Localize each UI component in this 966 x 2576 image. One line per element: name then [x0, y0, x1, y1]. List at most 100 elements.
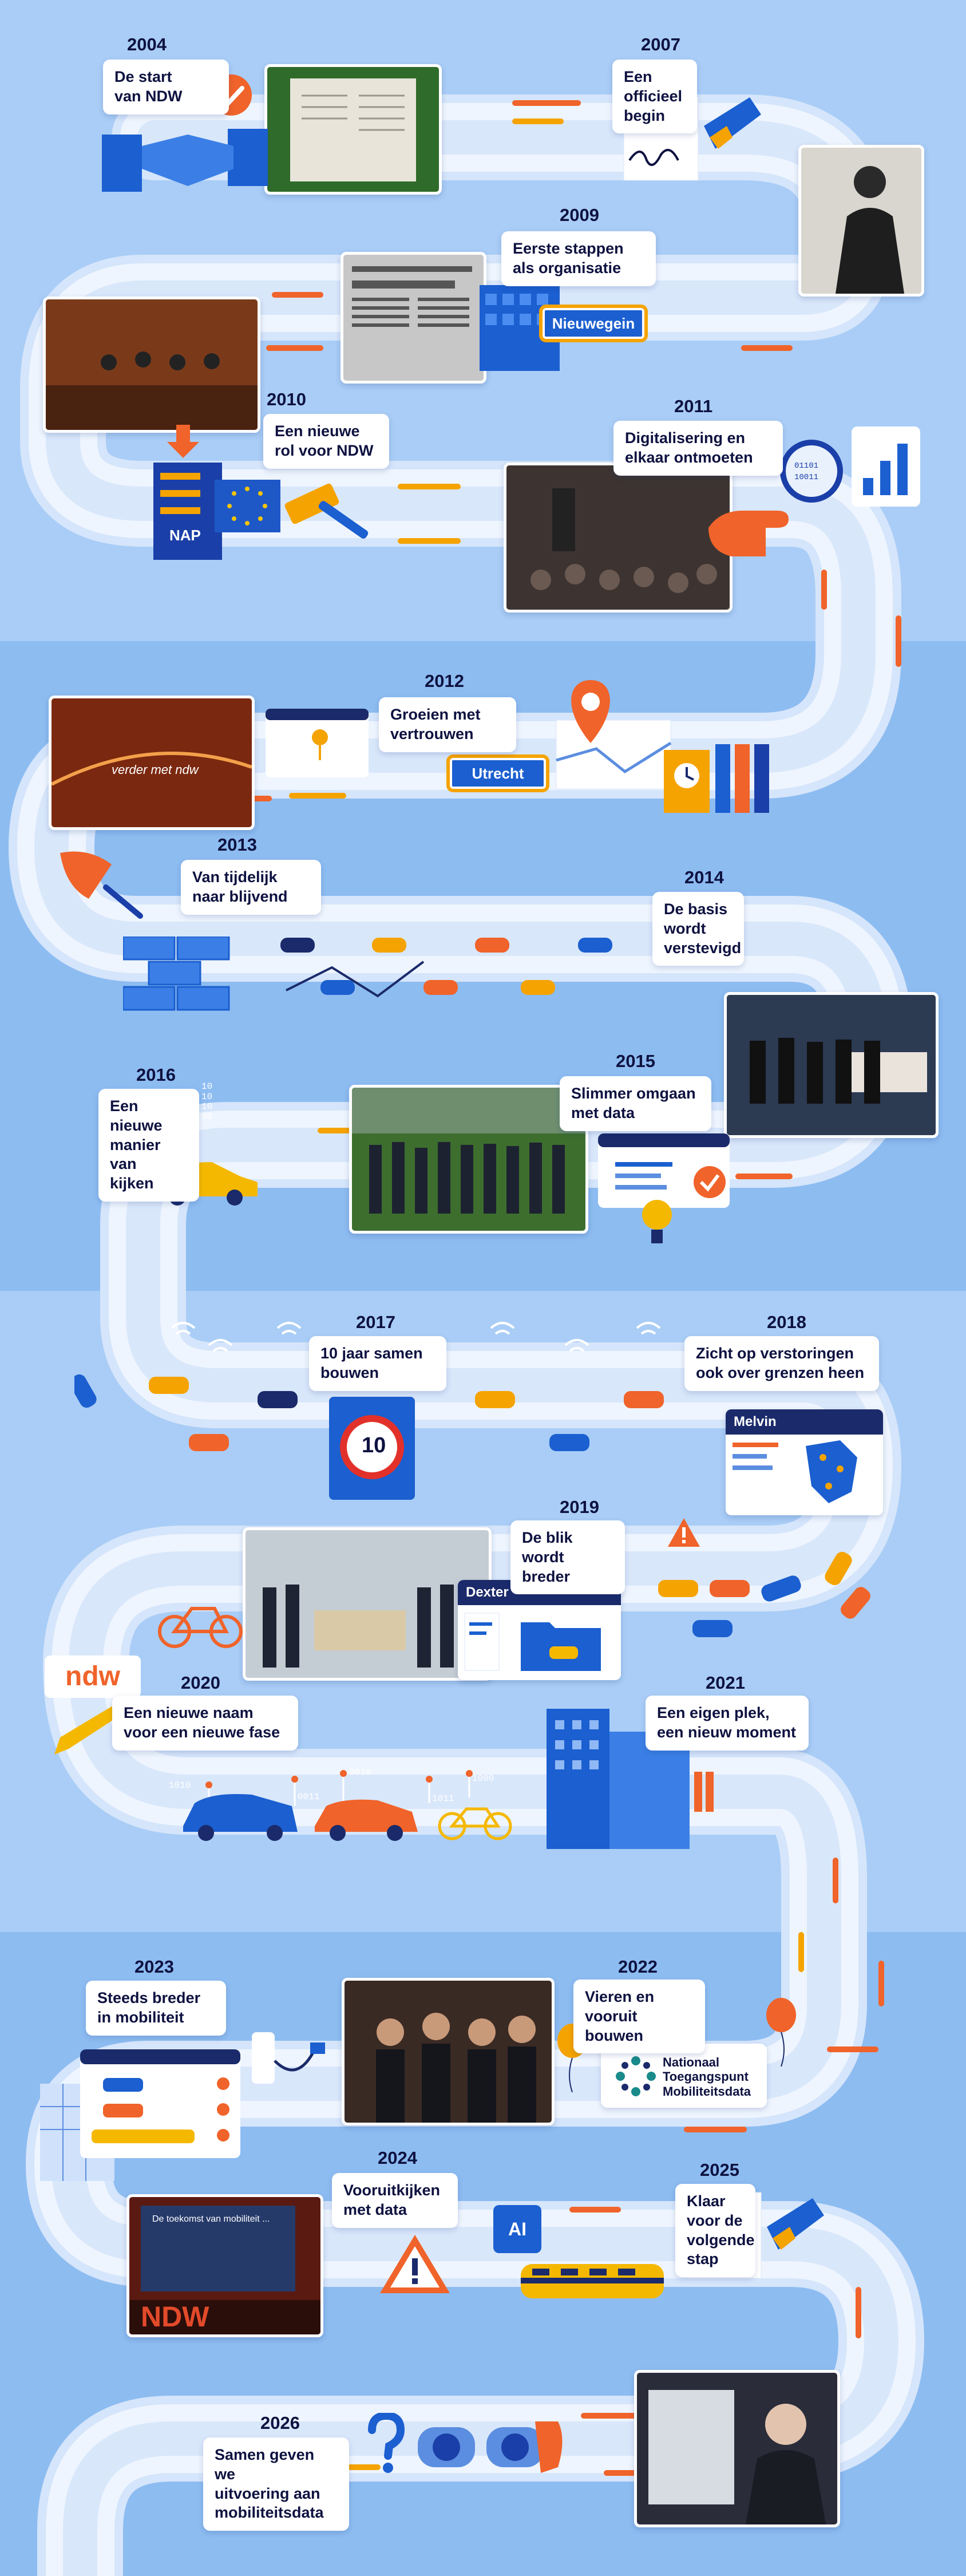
year-2015: 2015: [616, 1051, 655, 1071]
vehicles-2020: [183, 1770, 512, 1841]
trowel-icon: [60, 851, 143, 919]
wifi-sensors-2017: [74, 1322, 664, 1451]
slide-ndw-text: NDW: [141, 2301, 209, 2333]
nieuwegein-sign: Nieuwegein: [539, 305, 648, 342]
nap-label: NAP: [169, 527, 201, 544]
melvin-window: Melvin: [726, 1409, 883, 1515]
milestone-title: De start van NDW: [114, 68, 183, 105]
photo-2007-signing: [798, 145, 924, 297]
milestone-title: Een nieuwe manier van kijken: [110, 1097, 163, 1192]
balloon-2-icon: [766, 1998, 796, 2067]
milestone-title: De basis wordt verstevigd: [664, 900, 742, 957]
photo-2009-newspaper: [341, 252, 486, 384]
traffic-chart-icon: [40, 2049, 240, 2181]
milestone-title: Samen geven we uitvoering aan mobiliteit…: [215, 2446, 324, 2522]
svg-text:01101: 01101: [794, 461, 818, 471]
milestone-title: Groeien met vertrouwen: [390, 706, 481, 742]
screen-caption-2024: De toekomst van mobiliteit ...: [152, 2214, 270, 2224]
eu-flag-icon: [215, 480, 280, 532]
bricks-icon: [123, 937, 230, 1011]
milestone-card-2013: Van tijdelijk naar blijvend: [181, 860, 321, 915]
photo-2025-signing: [634, 2370, 840, 2527]
warning-2019-icon: [668, 1518, 700, 1547]
server-icon: [153, 463, 222, 560]
photo-2010-stage: [43, 297, 260, 433]
year-2011: 2011: [674, 396, 713, 416]
photo-2015-team: [349, 1085, 588, 1234]
milestone-card-2026: Samen geven we uitvoering aan mobiliteit…: [203, 2437, 349, 2531]
milestone-card-2016: Een nieuwe manier van kijken: [98, 1089, 199, 1202]
year-2019: 2019: [560, 1497, 599, 1517]
milestone-card-2017: 10 jaar samen bouwen: [309, 1336, 446, 1391]
milestone-title: De blik wordt breder: [522, 1529, 573, 1585]
milestone-card-2011: Digitalisering en elkaar ontmoeten: [613, 421, 783, 476]
milestone-card-2004: De start van NDW: [103, 60, 229, 114]
binary-1011: 1011: [432, 1793, 454, 1804]
year-2010: 2010: [267, 389, 306, 409]
photo-2012-screen: verder met ndw: [49, 696, 255, 830]
arrow-down-icon: [167, 425, 199, 458]
milestone-card-2007: Een officieel begin: [612, 60, 697, 134]
binary-2016: 10101000: [201, 1081, 213, 1122]
year-2004: 2004: [127, 34, 167, 54]
warning-icon: [380, 2235, 450, 2293]
photo-2019-group: [243, 1527, 492, 1681]
dexter-window: Dexter: [458, 1580, 621, 1680]
year-2023: 2023: [134, 1957, 174, 1977]
milestone-title: 10 jaar samen bouwen: [320, 1345, 423, 1381]
photo-2014-group: [724, 992, 939, 1138]
book-icon: [329, 1397, 415, 1500]
browser-window-icon: [266, 709, 369, 777]
milestone-card-2009: Eerste stappen als organisatie: [501, 231, 656, 286]
year-2007: 2007: [641, 34, 680, 54]
ntm-logo-card: Nationaal Toegangspunt Mobiliteitsdata: [601, 2044, 767, 2108]
milestone-card-2012: Groeien met vertrouwen: [379, 697, 516, 752]
binary-1010: 1010: [169, 1780, 191, 1791]
milestone-card-2015: Slimmer omgaan met data: [560, 1076, 711, 1131]
milestone-title: Een eigen plek, een nieuw moment: [657, 1704, 797, 1741]
photo-2004-document: [264, 64, 442, 195]
year-2014: 2014: [684, 867, 724, 887]
milestone-title: Een nieuwe naam voor een nieuwe fase: [124, 1704, 280, 1741]
milestone-title: Van tijdelijk naar blijvend: [192, 868, 288, 905]
year-2013: 2013: [217, 835, 257, 855]
milestone-title: Een nieuwe rol voor NDW: [275, 422, 374, 459]
map-pin-icon: [556, 680, 672, 789]
milestone-title: Steeds breder in mobiliteit: [97, 1989, 201, 2026]
charger-icon: [252, 2032, 325, 2084]
milestone-title: Eerste stappen als organisatie: [513, 240, 624, 276]
year-2012: 2012: [425, 671, 464, 691]
milestone-title: Slimmer omgaan met data: [571, 1085, 696, 1121]
dashboard-window-icon: [598, 1133, 730, 1208]
ndw-logo: ndw: [45, 1656, 141, 1698]
ten-label: 10: [362, 1433, 386, 1457]
milestone-card-2021: Een eigen plek, een nieuw moment: [646, 1696, 809, 1751]
milestone-card-2022: Vieren en vooruit bouwen: [573, 1980, 705, 2054]
gavel-icon: [284, 483, 369, 539]
question-icon: [368, 2413, 405, 2473]
train-icon: [521, 2264, 664, 2298]
binders-icon: [664, 744, 769, 813]
traffic-cars-2019: [658, 1551, 870, 1637]
utrecht-sign: Utrecht: [446, 754, 549, 792]
pencil-icon: [54, 1703, 126, 1755]
year-2026: 2026: [260, 2413, 300, 2433]
milestone-card-2010: Een nieuwe rol voor NDW: [263, 414, 389, 469]
milestone-card-2024: Vooruitkijken met data: [332, 2173, 458, 2228]
milestone-card-2014: De basis wordt verstevigd: [652, 892, 744, 966]
year-2009: 2009: [560, 205, 599, 225]
year-2024: 2024: [378, 2148, 417, 2168]
year-2018: 2018: [767, 1312, 806, 1332]
binary-1000: 1000: [472, 1773, 494, 1784]
milestone-card-2025: Klaar voor de volgende stap: [675, 2184, 755, 2277]
ntm-logo-text: Nationaal Toegangspunt Mobiliteitsdata: [663, 2055, 751, 2099]
handshake-icon: [102, 129, 268, 192]
year-2025: 2025: [700, 2160, 739, 2180]
bar-chart-icon: [852, 426, 920, 507]
year-2022: 2022: [618, 1957, 658, 1977]
milestone-title: Een officieel begin: [624, 68, 683, 124]
building-icon: [547, 1709, 714, 1849]
hand-icon: [708, 511, 789, 556]
photo-2022-celebration: [342, 1978, 555, 2125]
